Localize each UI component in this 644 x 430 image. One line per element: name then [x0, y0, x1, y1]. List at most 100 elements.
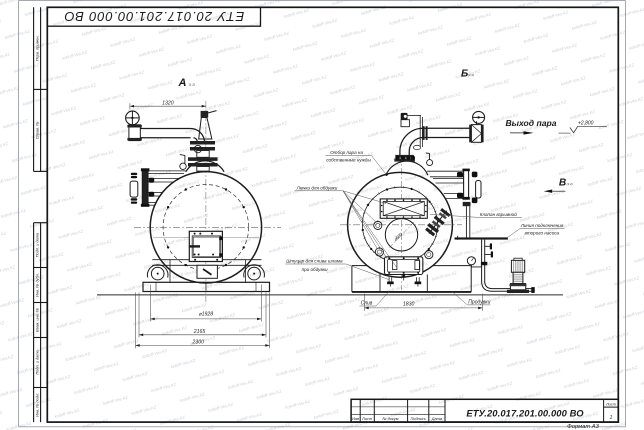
- svg-text:Лист: Лист: [605, 402, 617, 407]
- svg-text:kotloff-Ves.KZ: kotloff-Ves.KZ: [276, 366, 302, 378]
- svg-text:kotloff-Ves.KZ: kotloff-Ves.KZ: [620, 6, 644, 18]
- svg-text:Подп. и дата: Подп. и дата: [35, 232, 40, 257]
- svg-text:kotloff-Ves.KZ: kotloff-Ves.KZ: [544, 400, 570, 412]
- svg-text:kotloff-Ves.KZ: kotloff-Ves.KZ: [13, 62, 39, 74]
- svg-text:kotloff-Ves.KZ: kotloff-Ves.KZ: [147, 79, 173, 91]
- svg-text:kotloff-Ves.KZ: kotloff-Ves.KZ: [58, 228, 84, 240]
- svg-text:kotloff-Ves.KZ: kotloff-Ves.KZ: [79, 115, 105, 127]
- svg-text:kotloff-Ves.KZ: kotloff-Ves.KZ: [127, 102, 153, 114]
- svg-text:kotloff-Ves.KZ: kotloff-Ves.KZ: [0, 230, 7, 242]
- svg-text:kotloff-Ves.KZ: kotloff-Ves.KZ: [86, 238, 112, 250]
- svg-text:kotloff-Ves.KZ: kotloff-Ves.KZ: [145, 169, 171, 181]
- svg-text:kotloff-Ves.KZ: kotloff-Ves.KZ: [491, 201, 517, 213]
- svg-text:kotloff-Ves.KZ: kotloff-Ves.KZ: [564, 377, 590, 389]
- svg-text:kotloff-Ves.KZ: kotloff-Ves.KZ: [567, 198, 593, 210]
- svg-text:kotloff-Ves.KZ: kotloff-Ves.KZ: [369, 37, 395, 49]
- svg-text:kotloff-Ves.KZ: kotloff-Ves.KZ: [0, 264, 16, 276]
- svg-text:kotloff-Ves.KZ: kotloff-Ves.KZ: [487, 380, 513, 392]
- svg-text:kotloff-Ves.KZ: kotloff-Ves.KZ: [603, 331, 629, 343]
- svg-text:kotloff-Ves.KZ: kotloff-Ves.KZ: [342, 419, 368, 430]
- svg-text:kotloff-Ves.KZ: kotloff-Ves.KZ: [618, 96, 644, 108]
- svg-text:kotloff-Ves.KZ: kotloff-Ves.KZ: [566, 288, 592, 300]
- svg-text:kotloff-Ves.KZ: kotloff-Ves.KZ: [306, 286, 332, 298]
- svg-text:kotloff-Ves.KZ: kotloff-Ves.KZ: [178, 0, 204, 11]
- svg-text:kotloff-Ves.KZ: kotloff-Ves.KZ: [264, 30, 290, 42]
- svg-text:kotloff-Ves.KZ: kotloff-Ves.KZ: [104, 305, 130, 317]
- svg-text:kotloff-Ves.KZ: kotloff-Ves.KZ: [558, 165, 584, 177]
- svg-text:kotloff-Ves.KZ: kotloff-Ves.KZ: [494, 22, 520, 34]
- svg-text:+2,800: +2,800: [578, 121, 594, 127]
- svg-text:kotloff-Ves.KZ: kotloff-Ves.KZ: [84, 328, 110, 340]
- svg-text:1830: 1830: [403, 301, 415, 307]
- svg-text:kotloff-Ves.KZ: kotloff-Ves.KZ: [174, 179, 200, 191]
- svg-text:kotloff-Ves.KZ: kotloff-Ves.KZ: [81, 25, 107, 37]
- svg-text:kotloff-Ves.KZ: kotloff-Ves.KZ: [405, 171, 431, 183]
- svg-text:kotloff-Ves.KZ: kotloff-Ves.KZ: [632, 342, 644, 354]
- svg-text:kotloff-Ves.KZ: kotloff-Ves.KZ: [526, 334, 552, 346]
- svg-text:kotloff-Ves.KZ: kotloff-Ves.KZ: [429, 360, 455, 372]
- svg-text:kotloff-Ves.KZ: kotloff-Ves.KZ: [317, 229, 343, 241]
- svg-text:Слив: Слив: [361, 301, 373, 307]
- svg-text:kotloff-Ves.KZ: kotloff-Ves.KZ: [281, 97, 307, 109]
- svg-text:kotloff-Ves.KZ: kotloff-Ves.KZ: [220, 255, 246, 267]
- svg-text:kotloff-Ves.KZ: kotloff-Ves.KZ: [181, 302, 207, 314]
- svg-text:kotloff-Ves.KZ: kotloff-Ves.KZ: [426, 58, 452, 70]
- svg-text:kotloff-Ves.KZ: kotloff-Ves.KZ: [541, 99, 567, 111]
- svg-text:kotloff-Ves.KZ: kotloff-Ves.KZ: [510, 178, 536, 190]
- svg-text:kotloff-Ves.KZ: kotloff-Ves.KZ: [601, 420, 627, 430]
- svg-text:kotloff-Ves.KZ: kotloff-Ves.KZ: [213, 133, 239, 145]
- svg-text:kotloff-Ves.KZ: kotloff-Ves.KZ: [122, 371, 148, 383]
- svg-text:kotloff-Ves.KZ: kotloff-Ves.KZ: [614, 275, 640, 287]
- svg-text:(1:2): (1:2): [468, 73, 474, 77]
- svg-text:kotloff-Ves.KZ: kotloff-Ves.KZ: [31, 128, 57, 140]
- svg-text:kotloff-Ves.KZ: kotloff-Ves.KZ: [113, 338, 139, 350]
- svg-text:kotloff-Ves.KZ: kotloff-Ves.KZ: [537, 278, 563, 290]
- svg-text:kotloff-Ves.KZ: kotloff-Ves.KZ: [102, 394, 128, 406]
- svg-text:kotloff-Ves.KZ: kotloff-Ves.KZ: [56, 318, 82, 330]
- svg-text:kotloff-Ves.KZ: kotloff-Ves.KZ: [551, 42, 577, 54]
- svg-text:kotloff-Ves.KZ: kotloff-Ves.KZ: [591, 0, 617, 8]
- svg-text:kotloff-Ves.KZ: kotloff-Ves.KZ: [634, 252, 644, 264]
- svg-text:kotloff-Ves.KZ: kotloff-Ves.KZ: [269, 242, 295, 254]
- svg-text:kotloff-Ves.KZ: kotloff-Ves.KZ: [88, 149, 114, 161]
- svg-text:kotloff-Ves.KZ: kotloff-Ves.KZ: [499, 234, 525, 246]
- svg-text:kotloff-Ves.KZ: kotloff-Ves.KZ: [75, 294, 101, 306]
- svg-text:kotloff-Ves.KZ: kotloff-Ves.KZ: [598, 119, 624, 131]
- svg-text:kotloff-Ves.KZ: kotloff-Ves.KZ: [321, 50, 347, 62]
- svg-text:kotloff-Ves.KZ: kotloff-Ves.KZ: [483, 78, 509, 90]
- svg-text:Штуцер для слива шлама: Штуцер для слива шлама: [286, 259, 343, 264]
- svg-text:kotloff-Ves.KZ: kotloff-Ves.KZ: [381, 373, 407, 385]
- svg-text:kotloff-Ves.KZ: kotloff-Ves.KZ: [496, 413, 522, 425]
- svg-text:kotloff-Ves.KZ: kotloff-Ves.KZ: [532, 65, 558, 77]
- svg-text:kotloff-Ves.KZ: kotloff-Ves.KZ: [161, 325, 187, 337]
- svg-text:kotloff-Ves.KZ: kotloff-Ves.KZ: [99, 92, 125, 104]
- svg-text:kotloff-Ves.KZ: kotloff-Ves.KZ: [412, 293, 438, 305]
- svg-text:kotloff-Ves.KZ: kotloff-Ves.KZ: [138, 46, 164, 58]
- svg-text:kotloff-Ves.KZ: kotloff-Ves.KZ: [170, 358, 196, 370]
- svg-text:Отбор пара на: Отбор пара на: [330, 150, 363, 155]
- svg-text:№ докум.: № докум.: [382, 416, 399, 421]
- svg-text:kotloff-Ves.KZ: kotloff-Ves.KZ: [587, 175, 613, 187]
- svg-text:kotloff-Ves.KZ: kotloff-Ves.KZ: [571, 19, 597, 31]
- svg-text:kotloff-Ves.KZ: kotloff-Ves.KZ: [93, 361, 119, 373]
- svg-text:kotloff-Ves.KZ: kotloff-Ves.KZ: [156, 113, 182, 125]
- svg-text:kotloff-Ves.KZ: kotloff-Ves.KZ: [227, 379, 253, 391]
- svg-text:kotloff-Ves.KZ: kotloff-Ves.KZ: [233, 110, 259, 122]
- svg-text:kotloff-Ves.KZ: kotloff-Ves.KZ: [363, 306, 389, 318]
- svg-text:kotloff-Ves.KZ: kotloff-Ves.KZ: [523, 32, 549, 44]
- svg-text:kotloff-Ves.KZ: kotloff-Ves.KZ: [455, 68, 481, 80]
- svg-text:kotloff-Ves.KZ: kotloff-Ves.KZ: [0, 297, 25, 309]
- svg-text:Инв. № дубл.: Инв. № дубл.: [35, 273, 40, 297]
- svg-text:kotloff-Ves.KZ: kotloff-Ves.KZ: [600, 29, 626, 41]
- svg-text:kotloff-Ves.KZ: kotloff-Ves.KZ: [378, 71, 404, 83]
- svg-text:kotloff-Ves.KZ: kotloff-Ves.KZ: [512, 88, 538, 100]
- svg-text:kotloff-Ves.KZ: kotloff-Ves.KZ: [521, 122, 547, 134]
- svg-text:kotloff-Ves.KZ: kotloff-Ves.KZ: [324, 353, 350, 365]
- svg-text:kotloff-Ves.KZ: kotloff-Ves.KZ: [423, 237, 449, 249]
- svg-text:kotloff-Ves.KZ: kotloff-Ves.KZ: [326, 263, 352, 275]
- svg-text:kotloff-Ves.KZ: kotloff-Ves.KZ: [550, 132, 576, 144]
- svg-text:kotloff-Ves.KZ: kotloff-Ves.KZ: [199, 369, 225, 381]
- svg-text:kotloff-Ves.KZ: kotloff-Ves.KZ: [574, 321, 600, 333]
- svg-text:(1:2): (1:2): [189, 83, 195, 87]
- svg-text:kotloff-Ves.KZ: kotloff-Ves.KZ: [333, 385, 359, 397]
